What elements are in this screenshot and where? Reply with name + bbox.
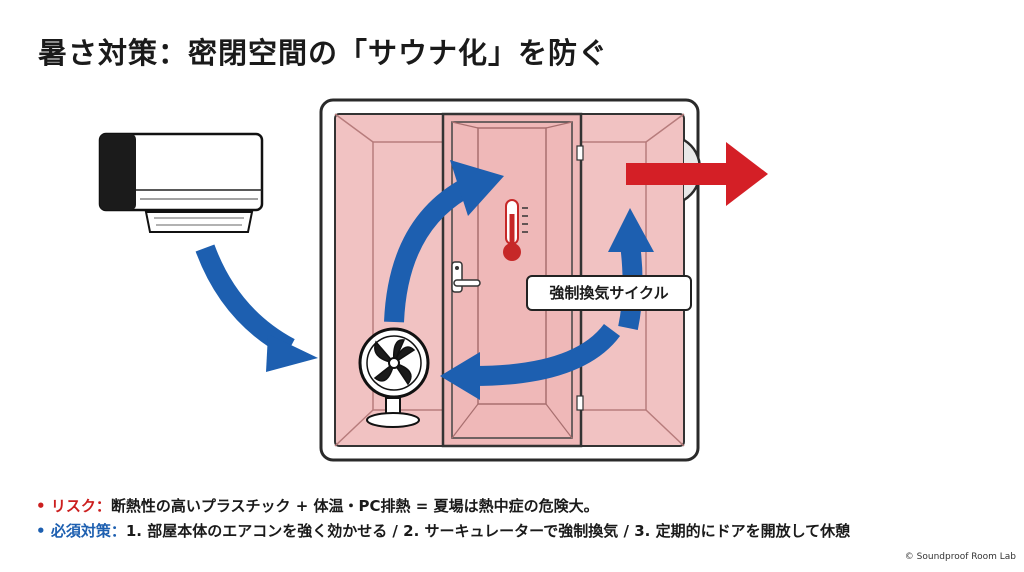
- risk-label: リスク：: [50, 497, 111, 515]
- cycle-label: 強制換気サイクル: [526, 275, 692, 311]
- air-conditioner-icon: [98, 132, 264, 233]
- door-handle: [451, 261, 481, 293]
- bullet: •: [36, 497, 46, 515]
- cold-air-arrow: [195, 244, 318, 372]
- thermometer-icon: [503, 199, 528, 261]
- copyright: © Soundproof Room Lab: [904, 552, 1016, 562]
- circulator-fan-icon: [358, 327, 430, 428]
- exhaust-arrow: [626, 142, 768, 206]
- must-label: 必須対策：: [50, 522, 126, 540]
- notes: • リスク：断熱性の高いプラスチック + 体温・PC排熱 = 夏場は熱中症の危険…: [36, 494, 850, 544]
- risk-text: 断熱性の高いプラスチック + 体温・PC排熱 = 夏場は熱中症の危険大。: [110, 497, 599, 515]
- must-note: • 必須対策：1. 部屋本体のエアコンを強く効かせる / 2. サーキュレーター…: [36, 519, 850, 544]
- page-title: 暑さ対策：密閉空間の「サウナ化」を防ぐ: [38, 36, 609, 70]
- risk-note: • リスク：断熱性の高いプラスチック + 体温・PC排熱 = 夏場は熱中症の危険…: [36, 494, 850, 519]
- bullet: •: [36, 522, 46, 540]
- circulation-arrows: [384, 160, 654, 400]
- must-text: 1. 部屋本体のエアコンを強く効かせる / 2. サーキュレーターで強制換気 /…: [125, 522, 851, 540]
- diagram: [98, 98, 768, 462]
